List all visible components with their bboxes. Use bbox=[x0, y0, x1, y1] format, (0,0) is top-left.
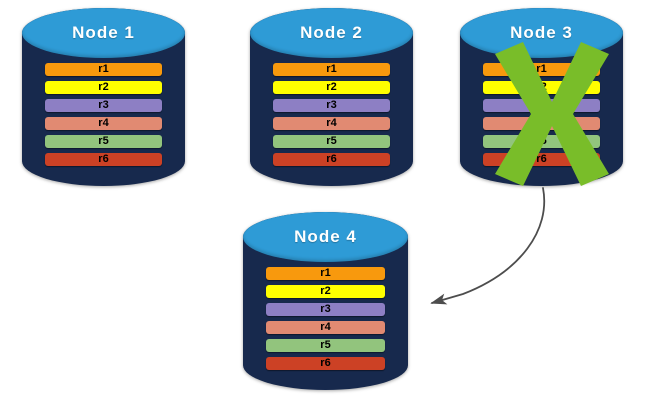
node-1[interactable]: Node 1 r1 r2 r3 r4 r5 r6 bbox=[22, 8, 185, 186]
node-1-row-r6[interactable]: r6 bbox=[44, 153, 163, 166]
node-2-row-r6[interactable]: r6 bbox=[272, 153, 391, 166]
node-4-top-disc: Node 4 bbox=[243, 212, 408, 262]
node-1-row-r3[interactable]: r3 bbox=[44, 99, 163, 112]
node-4-row-r5[interactable]: r5 bbox=[266, 339, 385, 352]
node-4-row-r1[interactable]: r1 bbox=[266, 267, 385, 280]
node-3[interactable]: Node 3 r1 r2 r3 r4 r5 r6 bbox=[460, 8, 623, 186]
curved-arrow-icon bbox=[430, 187, 546, 305]
node-3-row-r6[interactable]: r6 bbox=[482, 153, 601, 166]
node-2-label: Node 2 bbox=[300, 22, 363, 42]
node-4[interactable]: Node 4 r1 r2 r3 r4 r5 r6 bbox=[243, 212, 408, 390]
node-2-row-r1[interactable]: r1 bbox=[272, 63, 391, 76]
node-3-label: Node 3 bbox=[510, 22, 573, 42]
node-2-rows: r1 r2 r3 r4 r5 r6 bbox=[272, 63, 391, 166]
node-3-row-r2[interactable]: r2 bbox=[482, 81, 601, 94]
node-4-label: Node 4 bbox=[294, 226, 357, 246]
node-4-row-r3[interactable]: r3 bbox=[266, 303, 385, 316]
node-3-top-disc: Node 3 bbox=[460, 8, 623, 58]
node-2-row-r2[interactable]: r2 bbox=[272, 81, 391, 94]
node-2-row-r5[interactable]: r5 bbox=[272, 135, 391, 148]
node-4-row-r4[interactable]: r4 bbox=[266, 321, 385, 334]
node-4-row-r6[interactable]: r6 bbox=[266, 357, 385, 370]
node-3-rows: r1 r2 r3 r4 r5 r6 bbox=[482, 63, 601, 166]
node-3-row-r1[interactable]: r1 bbox=[482, 63, 601, 76]
node-2-top-disc: Node 2 bbox=[250, 8, 413, 58]
node-2-row-r4[interactable]: r4 bbox=[272, 117, 391, 130]
node-4-rows: r1 r2 r3 r4 r5 r6 bbox=[266, 267, 385, 370]
node-3-row-r3[interactable]: r3 bbox=[482, 99, 601, 112]
node-4-row-r2[interactable]: r2 bbox=[266, 285, 385, 298]
node-2-row-r3[interactable]: r3 bbox=[272, 99, 391, 112]
node-3-row-r4[interactable]: r4 bbox=[482, 117, 601, 130]
node-2[interactable]: Node 2 r1 r2 r3 r4 r5 r6 bbox=[250, 8, 413, 186]
node-3-row-r5[interactable]: r5 bbox=[482, 135, 601, 148]
node-1-label: Node 1 bbox=[72, 22, 135, 42]
node-1-row-r2[interactable]: r2 bbox=[44, 81, 163, 94]
node-1-row-r5[interactable]: r5 bbox=[44, 135, 163, 148]
node-1-rows: r1 r2 r3 r4 r5 r6 bbox=[44, 63, 163, 166]
node-1-row-r4[interactable]: r4 bbox=[44, 117, 163, 130]
node-1-top-disc: Node 1 bbox=[22, 8, 185, 58]
node-1-row-r1[interactable]: r1 bbox=[44, 63, 163, 76]
